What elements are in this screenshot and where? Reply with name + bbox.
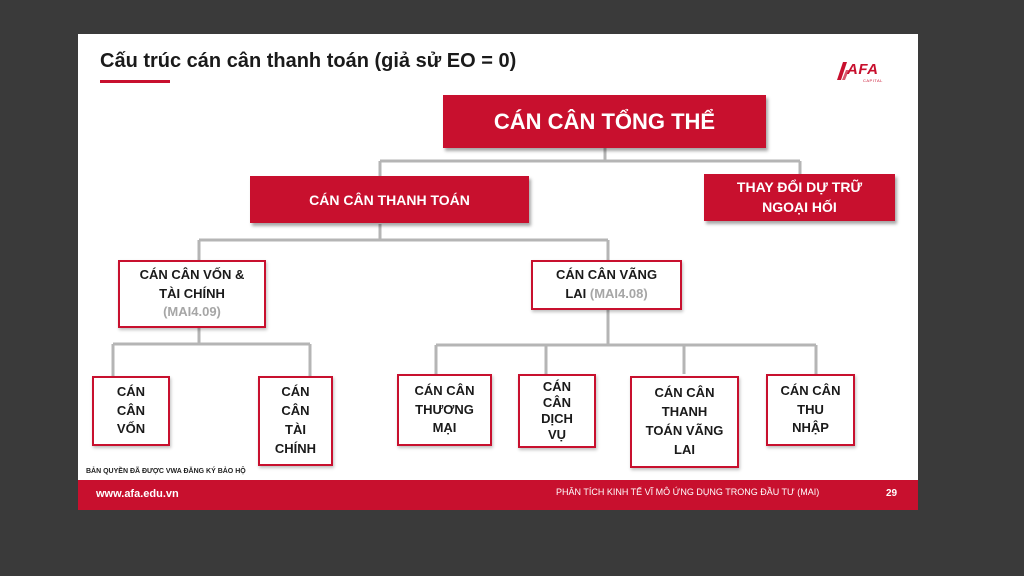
capital-financial-line: TÀI CHÍNH bbox=[159, 285, 225, 301]
current-transfers-line: THANH bbox=[661, 404, 708, 420]
current-account-box: CÁN CÂN VÃNG LAI (MAI4.08) bbox=[531, 260, 682, 310]
root-label: CÁN CÂN TỔNG THỂ bbox=[493, 108, 716, 134]
current-account-code: (MAI4.08) bbox=[589, 286, 648, 301]
trade-balance-line: CÁN CÂN bbox=[414, 382, 475, 398]
current-transfers-box: CÁN CÂN THANH TOÁN VÃNG LAI bbox=[630, 376, 739, 468]
logo-subtext: CAPITAL bbox=[863, 78, 883, 83]
title-underline bbox=[100, 80, 170, 83]
bop-label: CÁN CÂN THANH TOÁN bbox=[309, 191, 470, 208]
services-balance-box: CÁN CÂN DỊCH VỤ bbox=[518, 374, 596, 448]
connector-root bbox=[378, 148, 802, 176]
income-balance-line: CÁN CÂN bbox=[780, 382, 841, 398]
reserve-box: THAY ĐỔI DỰ TRỮ NGOẠI HỐI bbox=[704, 174, 895, 221]
financial-account-line: TÀI bbox=[285, 422, 306, 437]
financial-account-line: CÁN bbox=[281, 384, 310, 400]
current-account-line: CÁN CÂN VÃNG bbox=[555, 267, 658, 283]
income-balance-box: CÁN CÂN THU NHẬP bbox=[766, 374, 855, 446]
afa-logo-icon bbox=[837, 62, 849, 80]
current-account-line: LAI (MAI4.08) bbox=[565, 286, 648, 301]
connector-current bbox=[434, 310, 818, 374]
capital-financial-line: CÁN CÂN VỐN & bbox=[139, 266, 245, 282]
slide-footer: www.afa.edu.vn PHÂN TÍCH KINH TẾ VĨ MÔ Ứ… bbox=[78, 480, 918, 510]
slide-title: Cấu trúc cán cân thanh toán (giả sử EO =… bbox=[100, 50, 517, 72]
services-balance-line: DỊCH bbox=[541, 411, 573, 426]
bop-box: CÁN CÂN THANH TOÁN bbox=[250, 176, 529, 223]
root-box: CÁN CÂN TỔNG THỂ bbox=[443, 95, 766, 148]
connector-capital-financial bbox=[111, 328, 312, 376]
income-balance-line: NHẬP bbox=[792, 420, 829, 436]
current-transfers-line: CÁN CÂN bbox=[654, 385, 715, 401]
financial-account-line: CÂN bbox=[281, 403, 310, 419]
capital-financial-box: CÁN CÂN VỐN & TÀI CHÍNH (MAI4.09) bbox=[118, 260, 266, 328]
income-balance-line: THU bbox=[797, 401, 824, 417]
capital-account-line: CÂN bbox=[116, 402, 146, 418]
financial-account-box: CÁN CÂN TÀI CHÍNH bbox=[258, 376, 333, 466]
services-balance-line: VỤ bbox=[547, 427, 567, 443]
services-balance-line: CÁN bbox=[542, 378, 572, 394]
trade-balance-line: THƯƠNG bbox=[415, 401, 474, 417]
trade-balance-line: MẠI bbox=[432, 420, 457, 436]
current-transfers-line: LAI bbox=[674, 441, 695, 457]
capital-account-box: CÁN CÂN VỐN bbox=[92, 376, 170, 446]
afa-logo: AFA CAPITAL bbox=[833, 60, 893, 84]
reserve-line: NGOẠI HỐI bbox=[762, 198, 837, 215]
capital-account-line: CÁN bbox=[116, 383, 146, 399]
diagram-connectors bbox=[111, 148, 818, 376]
footer-url: www.afa.edu.vn bbox=[96, 488, 179, 500]
trade-balance-box: CÁN CÂN THƯƠNG MẠI bbox=[397, 374, 492, 446]
services-balance-line: CÂN bbox=[542, 394, 572, 410]
capital-financial-code: (MAI4.09) bbox=[163, 304, 221, 320]
current-transfers-line: TOÁN VÃNG bbox=[645, 423, 724, 438]
slide: Cấu trúc cán cân thanh toán (giả sử EO =… bbox=[78, 34, 918, 510]
page-number: 29 bbox=[886, 488, 898, 499]
capital-account-line: VỐN bbox=[116, 421, 146, 437]
copyright-notice: BẢN QUYỀN ĐÃ ĐƯỢC VWA ĐĂNG KÝ BẢO HỘ bbox=[86, 468, 246, 475]
logo-text: AFA bbox=[847, 61, 879, 78]
financial-account-line: CHÍNH bbox=[274, 440, 317, 456]
footer-course: PHÂN TÍCH KINH TẾ VĨ MÔ ỨNG DỤNG TRONG Đ… bbox=[556, 487, 820, 497]
connector-bop bbox=[197, 224, 610, 260]
reserve-line: THAY ĐỔI DỰ TRỮ bbox=[736, 178, 863, 195]
